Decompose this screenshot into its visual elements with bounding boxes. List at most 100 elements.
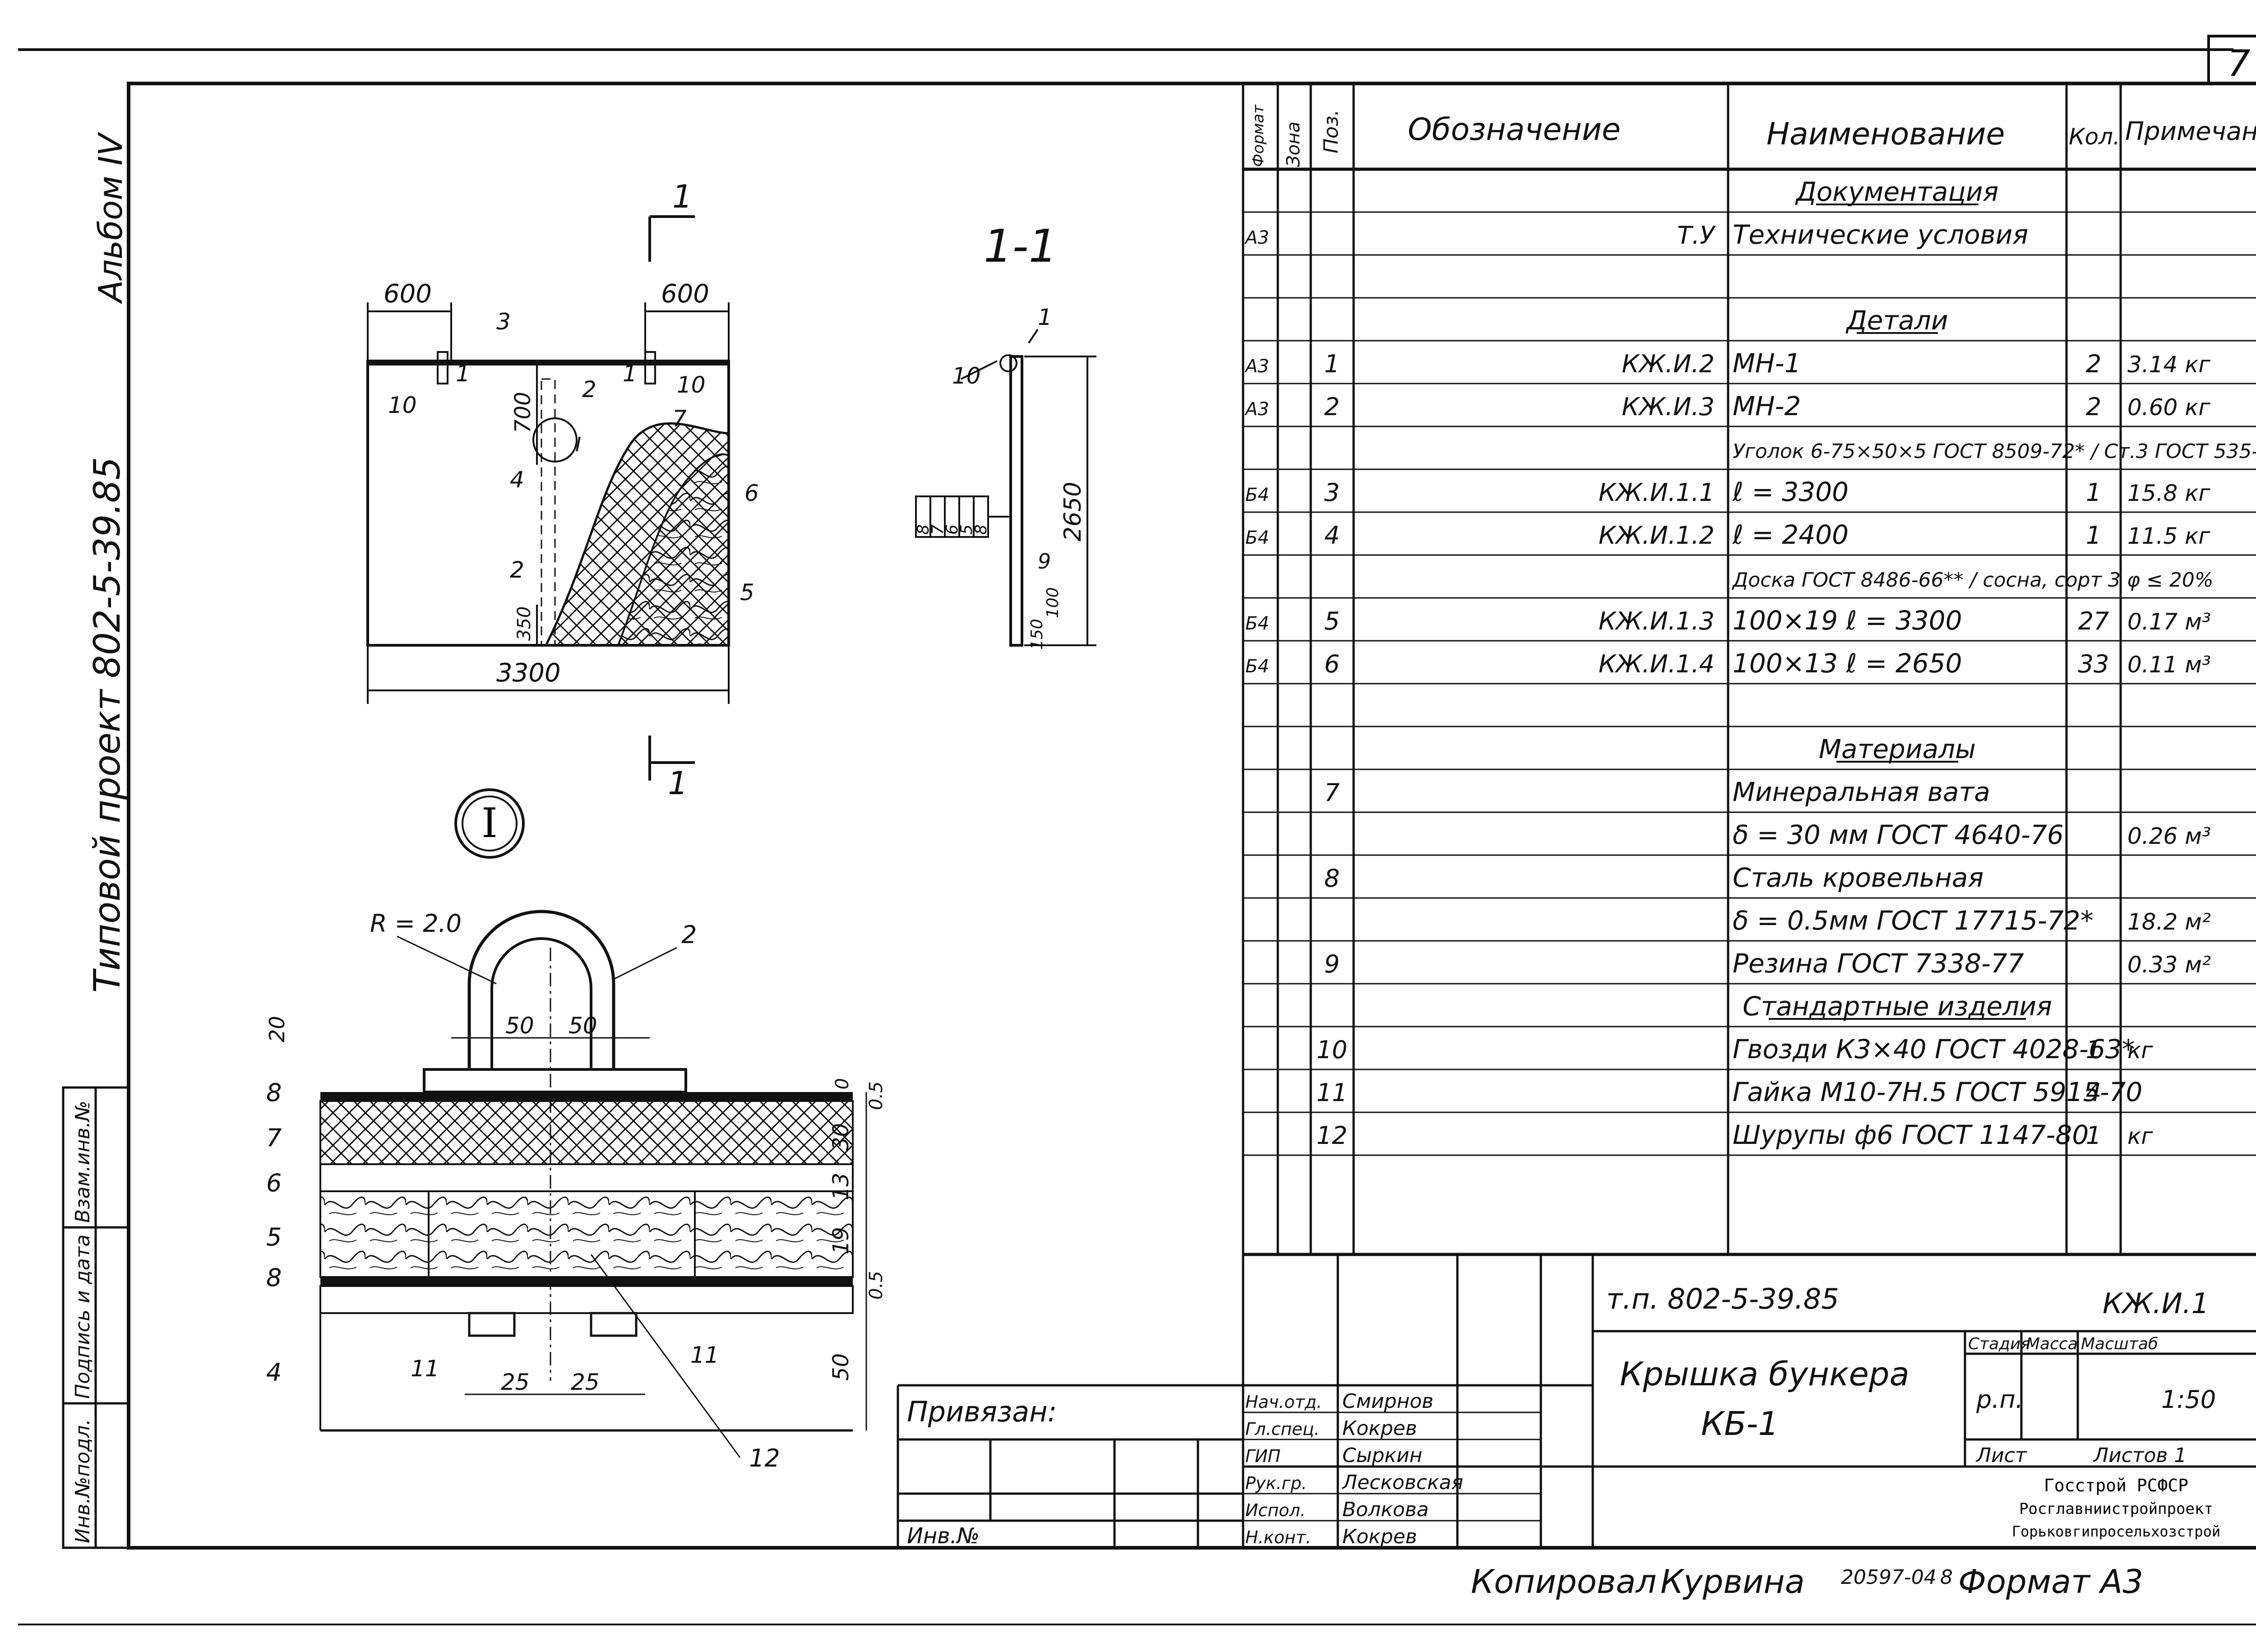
rdim-30: 30: [828, 1123, 854, 1151]
cell-name: 100×19 ℓ = 3300: [1733, 605, 1962, 636]
detail-pos-2: 2: [681, 921, 697, 949]
header-zone: Зона: [1283, 121, 1304, 167]
pos-6: 6: [744, 480, 759, 506]
cell-qty: 1: [2086, 521, 2101, 550]
cell-note: кг: [2127, 1037, 2153, 1064]
layer-label-5: 5: [266, 1223, 282, 1251]
cell-note: 0.17 м³: [2127, 609, 2211, 635]
cell-format: А3: [1244, 227, 1269, 248]
sheet-number: 7: [2228, 42, 2251, 84]
cell-qty: 27: [2078, 607, 2109, 635]
pos-4: 4: [510, 467, 524, 493]
pos-2a: 2: [582, 376, 596, 403]
pos-3: 3: [496, 309, 511, 335]
cell-name: Гайка М10-7Н.5 ГОСТ 5915-70: [1733, 1077, 2142, 1107]
detail-view: R = 2.0 2 20 50 50 25 25 8 7 6 5 8 4 11 …: [265, 909, 887, 1472]
sheets-label: Листов 1: [2093, 1444, 2187, 1467]
cell-pos: 4: [1324, 521, 1340, 550]
cell-format: Б4: [1245, 485, 1269, 505]
cell-designation: КЖ.И.1.4: [1599, 650, 1715, 678]
dim-600-right: 600: [661, 279, 709, 309]
rdim-10: 10: [832, 1078, 853, 1101]
cell-pos: 8: [1324, 864, 1340, 893]
cell-name: Минеральная вата: [1733, 777, 1990, 807]
signature-role: Гл.спец.: [1245, 1419, 1320, 1439]
steel-layer-bottom: [320, 1277, 853, 1286]
table-row: Детали: [1243, 305, 2256, 342]
plan-view: 1 1 600 600 700 350 3300 3 1 1: [366, 178, 759, 859]
dim-600-left: 600: [384, 279, 432, 309]
pos-10a: 10: [388, 392, 417, 418]
cell-qty: 33: [2078, 650, 2109, 678]
cell-name: ℓ = 3300: [1732, 477, 1849, 507]
stage-label: Стадия: [1968, 1335, 2030, 1353]
pos-1b: 1: [623, 361, 637, 387]
table-row: Доска ГОСТ 8486-66** / сосна, сорт 3 φ ≤…: [1243, 569, 2256, 599]
signature-name: Лесковская: [1341, 1471, 1463, 1494]
cell-format: Б4: [1245, 528, 1269, 548]
cell-name: δ = 0.5мм ГОСТ 17715-72*: [1733, 905, 2094, 936]
dim-700: 700: [510, 392, 536, 433]
layer-label-8a: 8: [266, 1078, 282, 1107]
cell-note: 15.8 кг: [2127, 480, 2210, 506]
cell-qty: 1: [2086, 1036, 2101, 1064]
cell-format: А3: [1244, 356, 1269, 377]
org-1: Госстрой РСФСР: [2044, 1476, 2188, 1495]
cell-format: Б4: [1245, 656, 1269, 677]
signature-role: Н.конт.: [1245, 1527, 1311, 1547]
header-name: Наименование: [1766, 116, 2005, 152]
cell-note: кг: [2127, 1123, 2153, 1149]
layer-5: 5: [957, 524, 976, 535]
pos-1-section: 1: [1038, 304, 1052, 330]
pos-11b: 11: [690, 1342, 719, 1368]
cell-name: Материалы: [1819, 734, 1976, 764]
detail-callout: I: [481, 800, 498, 847]
cell-designation: КЖ.И.2: [1622, 350, 1715, 378]
cell-designation: Т.У: [1677, 221, 1716, 250]
stage-value: р.п.: [1976, 1385, 2023, 1414]
cell-qty: 2: [2086, 350, 2101, 378]
header-pos: Поз.: [1320, 110, 1343, 153]
cell-name: ℓ = 2400: [1732, 519, 1849, 550]
cell-note: 0.11 м³: [2127, 652, 2211, 678]
cell-pos: 6: [1324, 650, 1340, 678]
header-format: Формат: [1249, 104, 1267, 167]
cell-name: Гвозди К3×40 ГОСТ 4028-63*: [1733, 1034, 2135, 1064]
rdim-05a: 0.5: [866, 1081, 887, 1110]
spec-table: Формат Зона Поз. Обозначение Наименовани…: [1242, 83, 2256, 1256]
cell-designation: КЖ.И.1.2: [1599, 521, 1715, 550]
cell-name: Документация: [1795, 176, 1999, 207]
cell-format: А3: [1244, 399, 1269, 420]
cell-note: 11.5 кг: [2127, 523, 2210, 549]
layer-label-4: 4: [266, 1358, 282, 1387]
dim-25a: 25: [501, 1369, 530, 1395]
board-layer: [319, 1190, 854, 1278]
album-label: Альбом IV: [92, 131, 129, 304]
vzam-label: Взам.инв.№: [71, 1101, 94, 1223]
pos-11a: 11: [411, 1356, 439, 1382]
project-code: т.п. 802-5-39.85: [1606, 1282, 1839, 1315]
steel-layer-top: [320, 1092, 853, 1101]
dim-150: 150: [1028, 619, 1046, 650]
table-row: Стандартные изделия: [1243, 991, 2256, 1027]
side-margin: Альбом IV Типовой проект 802-5-39.85 Инв…: [62, 131, 130, 1549]
cell-designation: КЖ.И.3: [1622, 393, 1715, 421]
copier-name: Курвина: [1660, 1563, 1805, 1601]
radius-label: R = 2.0: [370, 909, 462, 938]
privyazan-label: Привязан:: [907, 1395, 1057, 1428]
table-row: Б4 4 КЖ.И.1.2 ℓ = 2400 1 11.5 кг: [1243, 519, 2256, 556]
header-designation: Обозначение: [1408, 112, 1621, 148]
layer-7: 7: [929, 524, 947, 535]
dim-20: 20: [265, 1016, 289, 1042]
cell-name: Сталь кровельная: [1733, 862, 1983, 893]
table-row: 8 Сталь кровельная: [1243, 862, 2256, 899]
